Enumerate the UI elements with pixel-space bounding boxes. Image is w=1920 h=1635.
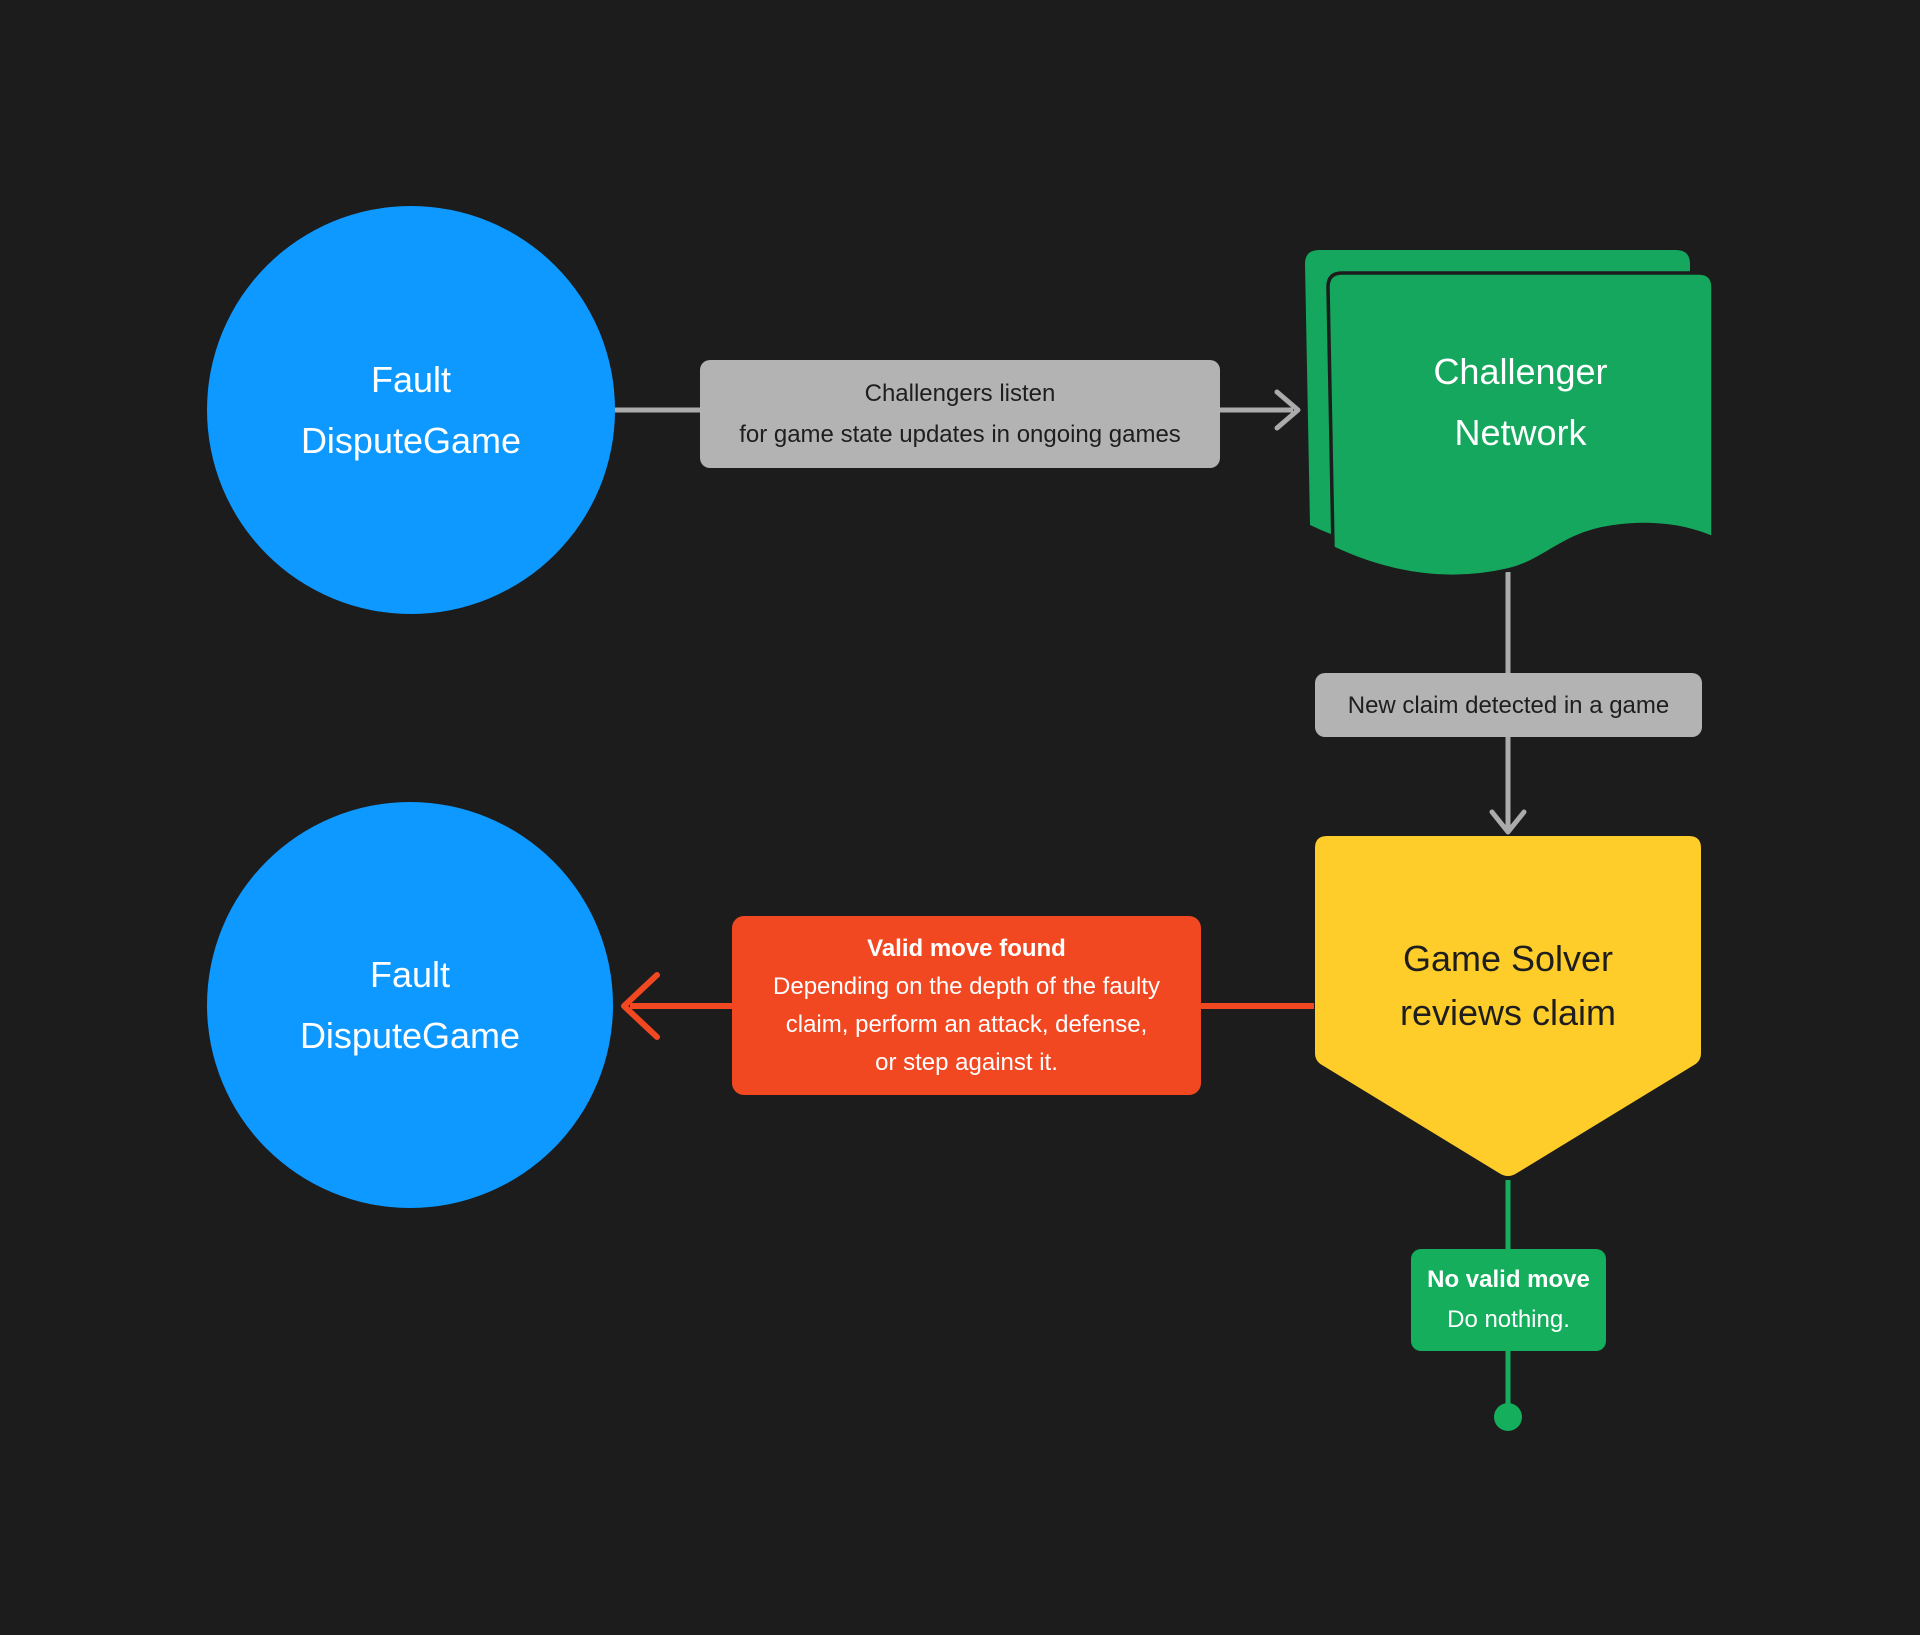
node-label-line: DisputeGame	[300, 420, 522, 461]
arrowhead-down-icon	[1489, 809, 1527, 835]
challenger-network-shape	[1305, 250, 1715, 578]
arrowhead-left-red-icon	[621, 972, 660, 1040]
no-valid-move-body: Do nothing.	[1447, 1306, 1570, 1333]
node-label-line: Challenger	[1433, 351, 1608, 392]
no-valid-move-title: No valid move	[1427, 1266, 1590, 1293]
game-solver-pentagon	[1315, 836, 1701, 1176]
node-game-solver-label: Game Solver reviews claim	[1315, 836, 1701, 1136]
edge-label-line: Challengers listen	[864, 380, 1056, 407]
node-label-line: Fault	[369, 954, 451, 995]
node-fault-dispute-game-bottom: Fault DisputeGame	[207, 802, 613, 1208]
node-fault-dispute-game-top: Fault DisputeGame	[207, 206, 615, 614]
edge-label-valid-move: Valid move found Depending on the depth …	[732, 916, 1201, 1095]
edge-label-line: for game state updates in ongoing games	[739, 421, 1181, 448]
edge-label-new-claim: New claim detected in a game	[1315, 673, 1702, 737]
node-label-line: DisputeGame	[299, 1015, 521, 1056]
node-label-line: Network	[1454, 412, 1587, 453]
node-label-line: Fault	[370, 359, 452, 400]
edge-label-challengers-listen: Challengers listen for game state update…	[700, 360, 1220, 468]
node-label-line: reviews claim	[1399, 992, 1617, 1033]
valid-move-body: Depending on the depth of the faulty cla…	[773, 972, 1160, 1076]
node-challenger-network-label: Challenger Network	[1328, 273, 1713, 531]
valid-move-title: Valid move found	[867, 934, 1066, 962]
document-sheet-front	[1326, 271, 1715, 578]
edge-label-no-valid-move: No valid move Do nothing.	[1411, 1249, 1606, 1351]
node-label-line: Game Solver	[1402, 938, 1614, 979]
edge-label-line: New claim detected in a game	[1347, 691, 1670, 719]
connector-end-dot	[1494, 1403, 1522, 1431]
arrowhead-right-icon	[1274, 389, 1301, 431]
